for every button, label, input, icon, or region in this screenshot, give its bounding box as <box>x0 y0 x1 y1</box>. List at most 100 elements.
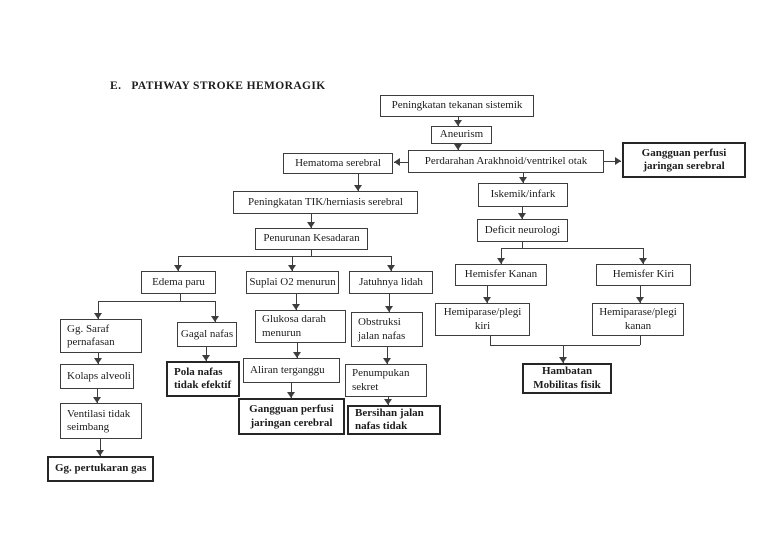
node-label: Deficit neurologi <box>484 223 561 236</box>
node-label: jalan nafas <box>358 329 406 342</box>
node-perdarahan-arakhnoid: Perdarahan Arakhnoid/ventrikel otak <box>408 150 604 173</box>
connector-penurunan-branch <box>292 256 293 271</box>
connector-deficit-branch <box>501 248 643 249</box>
connector-penurunan-branch <box>178 256 391 257</box>
connector-penurunan-branch <box>311 250 312 256</box>
node-label: Kolaps alveoli <box>67 369 131 382</box>
node-deficit-neurologi: Deficit neurologi <box>477 219 568 242</box>
node-label: Gagal nafas <box>180 327 234 340</box>
node-kolaps-alveoli: Kolaps alveoli <box>60 364 134 389</box>
node-label: Perdarahan Arakhnoid/ventrikel otak <box>424 154 588 167</box>
node-gagal-nafas: Gagal nafas <box>177 322 237 347</box>
arrowhead-down-icon <box>293 352 301 358</box>
arrowhead-down-icon <box>497 258 505 264</box>
connector-hemiparase-join-hambatan <box>640 336 641 345</box>
node-label: Mobilitas fisik <box>533 378 601 391</box>
connector-edema-branch <box>215 301 216 322</box>
node-label: Gg. pertukaran gas <box>55 462 147 475</box>
node-penurunan-kesadaran: Penurunan Kesadaran <box>255 228 368 250</box>
connector-suplai-to-glukosa <box>296 294 297 310</box>
connector-obstruksi-to-penumpukan <box>387 347 388 364</box>
node-label: Hemiparase/plegi <box>443 306 522 318</box>
arrowhead-down-icon <box>559 357 567 363</box>
node-label: tidak efektif <box>174 379 232 391</box>
arrowhead-down-icon <box>454 120 462 126</box>
node-label: Gg. Saraf <box>67 322 110 335</box>
node-peningkatan-tekanan-sistemik: Peningkatan tekanan sistemik <box>380 95 534 117</box>
node-label: Iskemik/infark <box>490 188 556 201</box>
connector-perdarahan-to-gangguan <box>604 161 621 162</box>
node-label: Hemisfer Kanan <box>464 268 538 281</box>
node-edema-paru: Edema paru <box>141 271 216 294</box>
arrowhead-down-icon <box>383 358 391 364</box>
connector-penurunan-branch <box>391 256 392 271</box>
arrowhead-down-icon <box>288 265 296 271</box>
node-label: Peningkatan tekanan sistemik <box>391 99 523 112</box>
node-label: Obstruksi <box>358 316 401 328</box>
node-label: Hemiparase/plegi <box>599 306 677 318</box>
connector-deficit-branch <box>522 242 523 248</box>
arrowhead-down-icon <box>174 265 182 271</box>
node-label: nafas tidak <box>355 420 408 432</box>
arrowhead-down-icon <box>94 313 102 319</box>
node-label: Penumpukan <box>352 367 410 379</box>
node-label: Peningkatan TIK/herniasis serebral <box>248 195 403 208</box>
arrowhead-down-icon <box>454 144 462 150</box>
node-label: pernafasan <box>67 336 115 348</box>
node-jatuhnya-lidah: Jatuhnya lidah <box>349 271 433 294</box>
connector-penurunan-branch <box>178 256 179 271</box>
connector-edema-branch <box>98 301 99 319</box>
node-aneurism: Aneurism <box>431 126 492 144</box>
node-label: Bersihan jalan <box>355 406 424 419</box>
arrowhead-down-icon <box>518 213 526 219</box>
arrowhead-down-icon <box>211 316 219 322</box>
connector-tik-to-penurunan <box>311 214 312 228</box>
node-label: jaringan cerebral <box>250 416 333 429</box>
node-label: Suplai O2 menurun <box>249 275 336 288</box>
node-label: kanan <box>624 319 652 332</box>
arrowhead-down-icon <box>639 258 647 264</box>
node-label: Jatuhnya lidah <box>359 275 423 288</box>
node-label: Penurunan Kesadaran <box>263 232 360 245</box>
arrowhead-down-icon <box>292 304 300 310</box>
node-label: Glukosa darah <box>262 313 326 325</box>
arrowhead-down-icon <box>202 355 210 361</box>
arrowhead-down-icon <box>93 397 101 403</box>
page-title: E.PATHWAY STROKE HEMORAGIK <box>110 80 326 92</box>
connector-kolaps-to-ventilasi <box>97 389 98 403</box>
node-label: menurun <box>262 326 302 339</box>
node-suplai-o2-menurun: Suplai O2 menurun <box>246 271 339 294</box>
node-peningkatan-tik: Peningkatan TIK/herniasis serebral <box>233 191 418 214</box>
connector-glukosa-to-aliran <box>297 343 298 358</box>
node-gg-pertukaran-gas: Gg. pertukaran gas <box>47 456 154 482</box>
node-label: Gangguan perfusi <box>249 403 334 415</box>
node-label: Gangguan perfusi <box>641 146 727 159</box>
node-label: Hambatan <box>541 365 593 377</box>
node-label: Hemisfer Kiri <box>612 268 675 281</box>
connector-hemiparase-join-hambatan <box>490 345 640 346</box>
node-label: Hematoma serebral <box>295 156 381 169</box>
node-iskemik-infark: Iskemik/infark <box>478 183 568 207</box>
arrowhead-down-icon <box>384 399 392 405</box>
arrowhead-down-icon <box>94 358 102 364</box>
connector-hkiri-to-hpkanan <box>640 286 641 303</box>
arrowhead-down-icon <box>354 185 362 191</box>
node-aliran-terganggu: Aliran terganggu <box>243 358 340 383</box>
connector-hemiparase-join-hambatan <box>490 336 491 345</box>
connector-gagal-to-pola <box>206 347 207 361</box>
arrowhead-left-icon <box>394 158 400 166</box>
connector-deficit-branch <box>501 248 502 264</box>
